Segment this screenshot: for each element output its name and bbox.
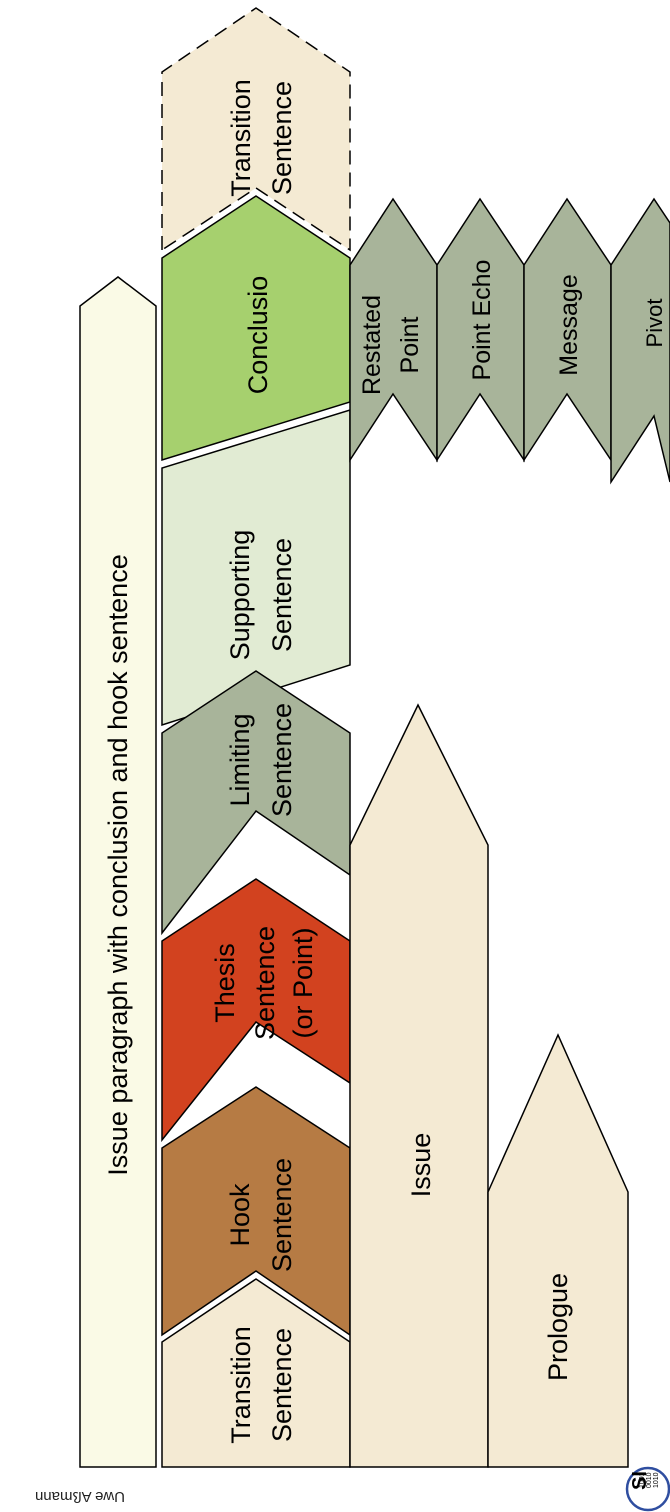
transition-bottom-label-line1: Transition — [226, 1326, 256, 1444]
limiting-label-line2: Sentence — [267, 703, 297, 817]
supporting-label-line1: Supporting — [225, 530, 255, 661]
supporting-label-line2: Sentence — [267, 538, 297, 652]
banner-label: Issue paragraph with conclusion and hook… — [103, 554, 133, 1175]
si-logo: SI 1001 0010 1010 — [625, 1466, 670, 1512]
logo-bits-3: 1010 — [653, 1472, 660, 1488]
message-label: Message — [555, 274, 583, 375]
prologue-label: Prologue — [543, 1273, 573, 1381]
conclusio-label: Conclusio — [243, 276, 273, 395]
restated-point-label-line1: Restated — [358, 295, 386, 395]
transition-top-label-line1: Transition — [226, 79, 256, 197]
issue-shape — [349, 703, 489, 1468]
thesis-label-line2: Sentence — [250, 926, 280, 1040]
thesis-label-line3: (or Point) — [288, 927, 318, 1038]
conclusio-shape — [161, 195, 351, 462]
transition-bottom-shape — [161, 1278, 351, 1468]
limiting-label-line1: Limiting — [225, 713, 255, 806]
transition-bottom-label-line2: Sentence — [267, 1328, 297, 1442]
logo-bits-1: 1001 — [639, 1472, 646, 1488]
hook-label-line1: Hook — [225, 1183, 255, 1247]
transition-top-label-line2: Sentence — [267, 81, 297, 195]
restated-point-label-line2: Point — [396, 316, 424, 373]
point-echo-label: Point Echo — [468, 260, 496, 381]
issue-label: Issue — [406, 1133, 436, 1198]
pivot-chevron — [610, 197, 670, 485]
thesis-label-line1: Thesis — [210, 943, 240, 1023]
banner-arrow — [79, 276, 157, 1468]
limiting-shape — [161, 670, 351, 936]
hook-label-line2: Sentence — [267, 1158, 297, 1272]
pivot-label: Pivot — [642, 299, 667, 348]
transition-top-shape — [161, 7, 351, 252]
footer-author: Uwe Aßmann — [35, 1488, 125, 1505]
logo-bits-2: 0010 — [646, 1472, 653, 1488]
logo-text: SI — [629, 1471, 651, 1490]
prologue-shape — [487, 1033, 629, 1468]
